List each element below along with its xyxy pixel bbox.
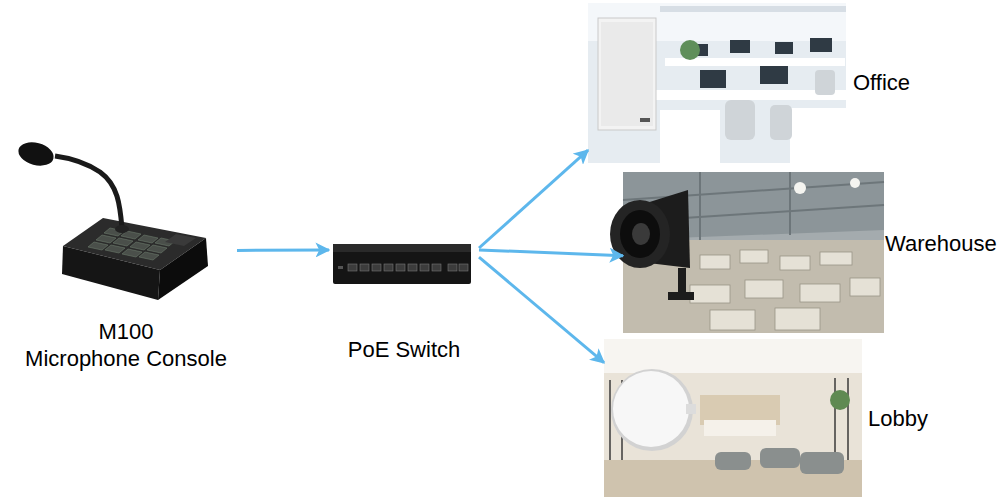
poe-switch-illustration [333,244,471,284]
console-node: M100 Microphone Console [15,140,237,375]
node-label: M100 Microphone Console [15,318,237,372]
warehouse-photo [610,172,884,333]
node-label: Warehouse [885,230,1007,257]
microphone-console-illustration [16,139,208,300]
lobby-photo [604,339,862,497]
signal-arrow [479,250,623,256]
lobby-zone-node: Lobby [604,339,974,497]
office-zone-node: Office [588,3,958,163]
node-label: PoE Switch [329,336,479,363]
signal-arrow [479,150,588,248]
switch-node: PoE Switch [329,235,479,365]
node-label: Lobby [868,405,968,432]
signal-arrow [237,248,329,252]
office-photo [588,3,846,163]
label-line: M100 [15,318,237,345]
warehouse-zone-node: Warehouse [623,172,1007,333]
signal-arrow [479,257,604,363]
node-label: Office [853,69,958,96]
